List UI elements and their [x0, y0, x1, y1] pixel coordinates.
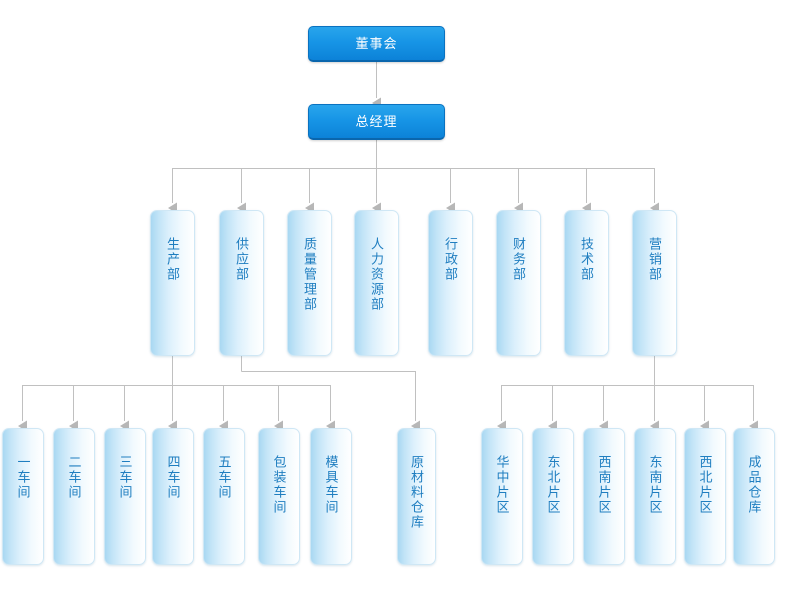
node-region-huazhong-label: 华中片区 [494, 455, 510, 515]
node-workshop-packaging[interactable]: 包装车间 [258, 428, 300, 565]
node-workshop-2[interactable]: 二车间 [53, 428, 95, 565]
node-dept-tech-label: 技术部 [579, 237, 594, 282]
node-warehouse-product-label: 成品仓库 [746, 455, 762, 515]
node-dept-quality[interactable]: 质量管理部 [287, 210, 332, 356]
node-dept-finance[interactable]: 财务部 [496, 210, 541, 356]
node-dept-hr[interactable]: 人力资源部 [354, 210, 399, 356]
node-region-dongbei-label: 东北片区 [545, 455, 561, 515]
node-board[interactable]: 董事会 [308, 26, 445, 62]
node-dept-production-label: 生产部 [165, 237, 180, 282]
node-dept-hr-label: 人力资源部 [369, 237, 384, 312]
node-warehouse-material-label: 原材料仓库 [409, 455, 424, 530]
node-workshop-2-label: 二车间 [66, 455, 82, 500]
node-board-label: 董事会 [355, 36, 398, 51]
node-dept-supply[interactable]: 供应部 [219, 210, 264, 356]
node-workshop-mold-label: 模具车间 [323, 455, 339, 515]
node-region-huazhong[interactable]: 华中片区 [481, 428, 523, 565]
node-workshop-4-label: 四车间 [165, 455, 181, 500]
node-workshop-mold[interactable]: 模具车间 [310, 428, 352, 565]
node-dept-admin-label: 行政部 [443, 237, 458, 282]
node-dept-supply-label: 供应部 [234, 237, 249, 282]
node-dept-marketing-label: 营销部 [647, 237, 662, 282]
node-dept-tech[interactable]: 技术部 [564, 210, 609, 356]
node-warehouse-product[interactable]: 成品仓库 [733, 428, 775, 565]
node-dept-finance-label: 财务部 [511, 237, 526, 282]
node-general-manager[interactable]: 总经理 [308, 104, 445, 140]
node-workshop-4[interactable]: 四车间 [152, 428, 194, 565]
node-general-manager-label: 总经理 [355, 114, 398, 129]
node-region-dongnan[interactable]: 东南片区 [634, 428, 676, 565]
node-dept-quality-label: 质量管理部 [302, 237, 317, 312]
node-region-xinan[interactable]: 西南片区 [583, 428, 625, 565]
node-dept-admin[interactable]: 行政部 [428, 210, 473, 356]
node-workshop-3-label: 三车间 [117, 455, 133, 500]
node-workshop-5[interactable]: 五车间 [203, 428, 245, 565]
node-dept-marketing[interactable]: 营销部 [632, 210, 677, 356]
node-warehouse-material[interactable]: 原材料仓库 [397, 428, 436, 565]
node-workshop-3[interactable]: 三车间 [104, 428, 146, 565]
node-dept-production[interactable]: 生产部 [150, 210, 195, 356]
node-region-dongnan-label: 东南片区 [647, 455, 663, 515]
node-workshop-1[interactable]: 一车间 [2, 428, 44, 565]
node-region-xibei-label: 西北片区 [697, 455, 713, 515]
node-workshop-5-label: 五车间 [216, 455, 232, 500]
node-region-dongbei[interactable]: 东北片区 [532, 428, 574, 565]
node-workshop-packaging-label: 包装车间 [271, 455, 287, 515]
node-workshop-1-label: 一车间 [15, 455, 31, 500]
node-region-xibei[interactable]: 西北片区 [684, 428, 726, 565]
node-region-xinan-label: 西南片区 [596, 455, 612, 515]
